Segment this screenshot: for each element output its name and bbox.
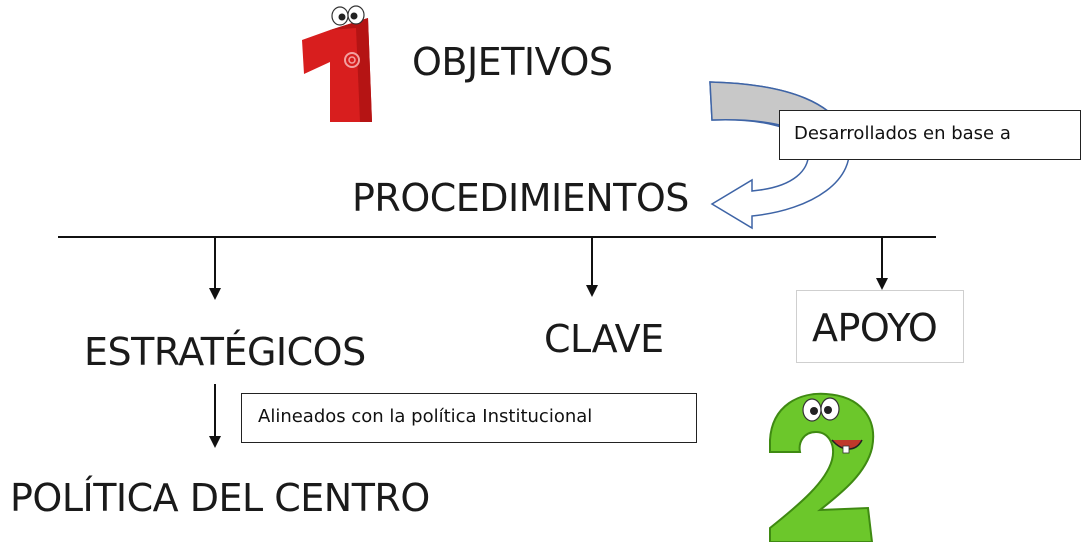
politica-label: POLÍTICA DEL CENTRO [10,476,430,520]
procedimientos-label: PROCEDIMIENTOS [352,176,689,220]
apoyo-box [796,290,964,363]
down-arrow-estrategicos [209,237,221,300]
alignment-label: Alineados con la política Institucional [258,406,593,427]
number-two-mascot [769,392,875,542]
down-arrow-apoyo [876,237,888,290]
apoyo-label: APOYO [812,306,938,350]
number-one-mascot [302,5,372,122]
down-arrow-politica [209,384,221,448]
clave-label: CLAVE [544,317,664,361]
alignment-box: Alineados con la política Institucional [241,393,697,443]
down-arrow-clave [586,237,598,297]
relation-label: Desarrollados en base a [794,123,1011,144]
relation-box: Desarrollados en base a [779,110,1081,160]
estrategicos-label: ESTRATÉGICOS [84,330,366,374]
objetivos-label: OBJETIVOS [412,40,613,84]
